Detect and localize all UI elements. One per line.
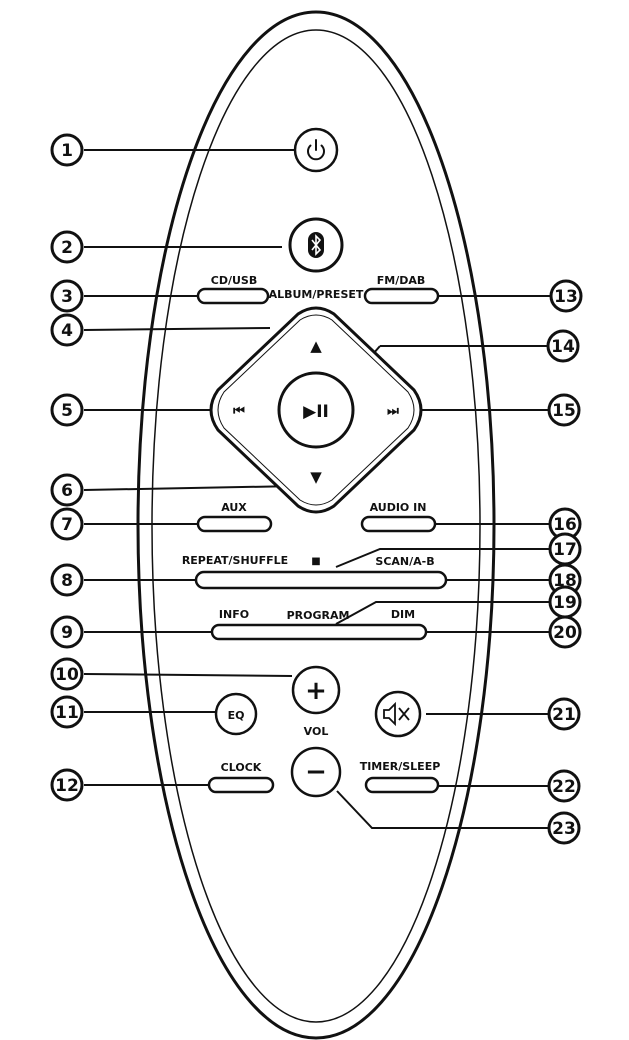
callout-12-text: 12 xyxy=(55,776,79,796)
callout-20: 20 xyxy=(548,615,582,649)
album-down-icon[interactable]: ▼ xyxy=(310,468,322,486)
eq-button[interactable] xyxy=(214,692,258,736)
callout-14-text: 14 xyxy=(551,337,575,357)
cd-usb-button[interactable] xyxy=(196,287,270,305)
callout-20-text: 20 xyxy=(553,623,577,643)
callout-2: 2 xyxy=(50,230,84,264)
callout-23: 23 xyxy=(547,811,581,845)
aux-label: AUX xyxy=(221,501,247,514)
audio-in-button[interactable] xyxy=(360,515,437,533)
callout-23-text: 23 xyxy=(552,819,576,839)
repeat-shuffle-label: REPEAT/SHUFFLE xyxy=(182,554,288,567)
dim-label: DIM xyxy=(391,608,415,621)
timer-sleep-label: TIMER/SLEEP xyxy=(360,760,441,773)
callout-6: 6 xyxy=(50,473,84,507)
callout-18-text: 18 xyxy=(553,571,577,591)
callout-18: 18 xyxy=(548,563,582,597)
previous-icon[interactable]: ⏮ xyxy=(233,404,245,419)
next-icon[interactable]: ⏭ xyxy=(387,404,399,419)
callout-2-text: 2 xyxy=(61,238,73,258)
callout-4: 4 xyxy=(50,313,84,347)
callout-17: 17 xyxy=(548,532,582,566)
callout-10-text: 10 xyxy=(55,665,79,685)
callout-15: 15 xyxy=(547,393,581,427)
aux-button[interactable] xyxy=(196,515,273,533)
callout-10: 10 xyxy=(50,657,84,691)
bluetooth-icon xyxy=(308,232,324,258)
timer-sleep-button[interactable] xyxy=(364,776,440,794)
callout-5: 5 xyxy=(50,393,84,427)
play-pause-button[interactable] xyxy=(277,371,355,449)
scan-ab-label: SCAN/A-B xyxy=(375,555,434,568)
callout-7-text: 7 xyxy=(61,515,73,535)
minus-icon: − xyxy=(305,757,327,787)
callout-22: 22 xyxy=(547,769,581,803)
callout-19: 19 xyxy=(548,585,582,619)
stop-icon: ■ xyxy=(311,556,320,567)
callout-15-text: 15 xyxy=(552,401,576,421)
callout-14: 14 xyxy=(546,329,580,363)
callout-11: 11 xyxy=(50,695,84,729)
callout-19-text: 19 xyxy=(553,593,577,613)
callout-4-text: 4 xyxy=(61,321,73,341)
mute-button[interactable] xyxy=(374,690,422,738)
fm-dab-button[interactable] xyxy=(363,287,440,305)
remote-body-inner xyxy=(151,29,481,1023)
callout-8-text: 8 xyxy=(61,571,73,591)
mute-icon xyxy=(383,701,410,727)
plus-icon: + xyxy=(305,676,327,706)
callout-12: 12 xyxy=(50,768,84,802)
callout-22-text: 22 xyxy=(552,777,576,797)
callout-3-text: 3 xyxy=(61,287,73,307)
repeat-stop-scan-bar[interactable] xyxy=(194,570,448,590)
power-icon xyxy=(307,139,325,161)
info-label: INFO xyxy=(219,608,249,621)
play-pause-icon: ▶II xyxy=(303,402,329,422)
callout-17-text: 17 xyxy=(553,540,577,560)
info-program-dim-bar[interactable] xyxy=(210,623,428,641)
callout-8: 8 xyxy=(50,563,84,597)
callout-21: 21 xyxy=(547,697,581,731)
callout-5-text: 5 xyxy=(61,401,73,421)
callout-13-text: 13 xyxy=(554,287,578,307)
fm-dab-label: FM/DAB xyxy=(377,274,426,287)
callout-3: 3 xyxy=(50,279,84,313)
callout-1-text: 1 xyxy=(61,141,73,161)
callout-6-text: 6 xyxy=(61,481,73,501)
callout-7: 7 xyxy=(50,507,84,541)
album-preset-label: ALBUM/PRESET xyxy=(269,288,364,301)
callout-11-text: 11 xyxy=(55,703,79,723)
volume-up-button[interactable] xyxy=(291,665,341,715)
eq-label: EQ xyxy=(228,709,245,722)
volume-down-button[interactable] xyxy=(290,746,342,798)
callout-1: 1 xyxy=(50,133,84,167)
audio-in-label: AUDIO IN xyxy=(370,501,427,514)
callout-16: 16 xyxy=(548,507,582,541)
cd-usb-label: CD/USB xyxy=(211,274,257,287)
album-up-icon[interactable]: ▲ xyxy=(310,337,322,355)
leader-lines xyxy=(83,149,551,829)
clock-label: CLOCK xyxy=(221,761,262,774)
callout-9: 9 xyxy=(50,615,84,649)
program-label: PROGRAM xyxy=(287,609,350,622)
clock-button[interactable] xyxy=(207,776,275,794)
callout-16-text: 16 xyxy=(553,515,577,535)
callout-21-text: 21 xyxy=(552,705,576,725)
callout-13: 13 xyxy=(549,279,583,313)
callout-9-text: 9 xyxy=(61,623,73,643)
vol-label: VOL xyxy=(304,725,329,738)
nav-pad-inner xyxy=(217,314,415,506)
